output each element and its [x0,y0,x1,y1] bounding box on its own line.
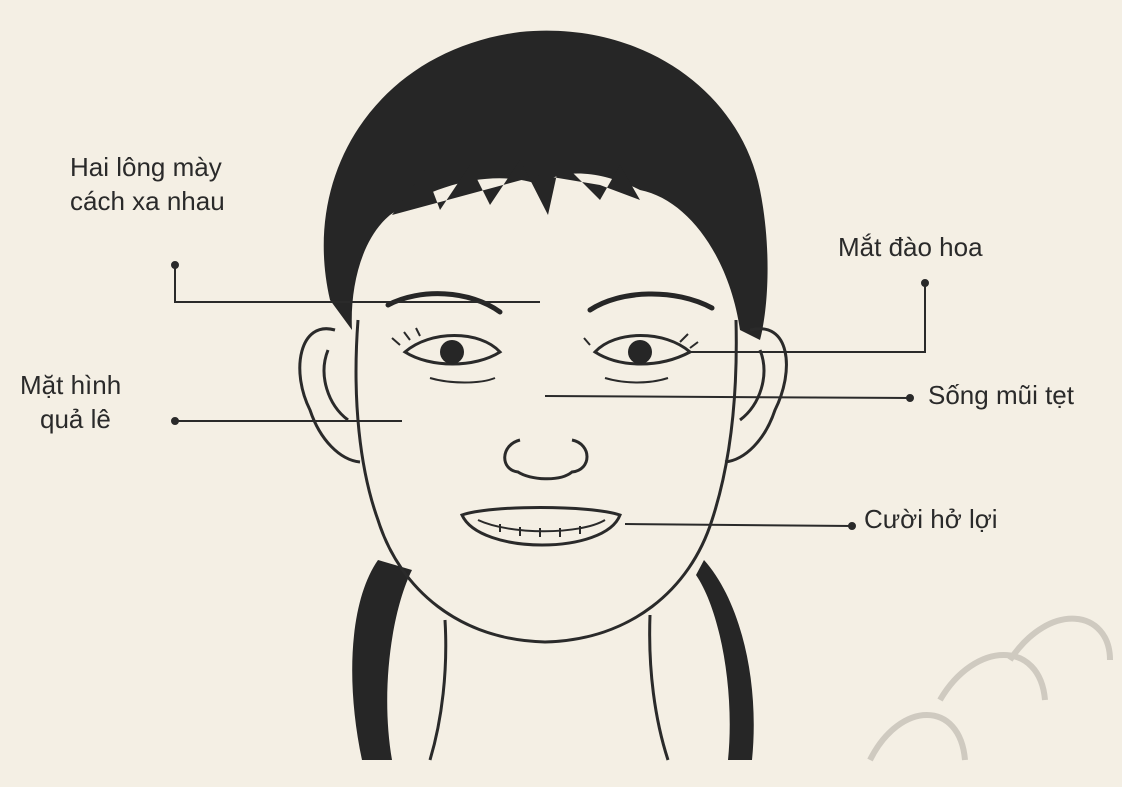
label-eyes-text: Mắt đào hoa [838,230,983,264]
watermark-mark [870,619,1110,760]
label-smile: Cười hở lợi [864,502,998,536]
face-outline [356,320,736,642]
label-eyebrows: Hai lông mày cách xa nhau [70,150,225,218]
leader-nose [545,395,913,401]
mouth [462,508,620,546]
label-face-shape: Mặt hình quả lê [20,368,121,436]
ears [300,329,787,462]
label-nose-text: Sống mũi tẹt [928,378,1074,412]
label-nose: Sống mũi tẹt [928,378,1074,412]
neck [430,615,668,760]
eyes [392,328,698,383]
label-eyebrows-line2: cách xa nhau [70,184,225,218]
leader-lines [172,262,928,529]
label-eyes: Mắt đào hoa [838,230,983,264]
nose [505,440,587,479]
label-face-line2: quả lê [20,402,121,436]
label-eyebrows-line1: Hai lông mày [70,150,225,184]
label-face-line1: Mặt hình [20,368,121,402]
leader-smile [625,523,855,529]
leader-eyes [690,280,928,352]
label-smile-text: Cười hở lợi [864,502,998,536]
leader-face [172,418,402,424]
